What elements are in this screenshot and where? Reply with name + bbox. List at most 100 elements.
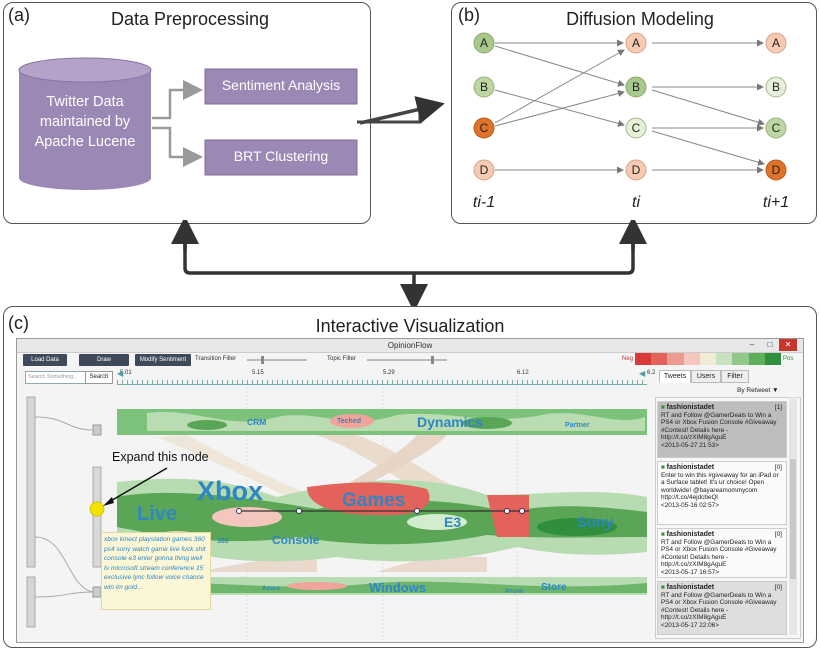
topic-windows: Windows	[369, 580, 426, 595]
node-label: B	[772, 80, 780, 94]
topic-node-bottom[interactable]	[92, 586, 102, 598]
tweet-item[interactable]: ■ fashionistadet [0] Enter to win this #…	[657, 461, 787, 525]
topic-azure: Azure	[262, 585, 280, 592]
tab-filter[interactable]: Filter	[721, 370, 749, 383]
node-a-t1	[625, 32, 647, 54]
retweet-count: [0]	[774, 531, 782, 538]
timeline-ruler[interactable]	[117, 372, 647, 385]
draw-button[interactable]: Draw	[79, 354, 129, 366]
brt-box	[204, 139, 358, 176]
tweet-text: RT and Follow @GamerDeals to Win a PS4 o…	[661, 538, 777, 569]
node-a-t0	[473, 32, 495, 54]
tweet-user: fashionistadet	[666, 404, 715, 411]
tweet-date: <2013-05-16 02:57>	[661, 501, 719, 509]
tweet-user: fashionistadet	[666, 464, 715, 471]
expand-annotation: Expand this node	[112, 450, 209, 464]
tweet-icon: ■	[661, 531, 665, 538]
diffusion-graph: A B C D A B C D A B C D ti-1 ti ti+1	[473, 32, 789, 211]
opinion-flow-canvas[interactable]: CRM Teched Dynamics Partner Xbox Live Ga…	[17, 387, 657, 639]
retweet-count: [0]	[774, 464, 782, 471]
hierarchy-bar[interactable]	[26, 576, 36, 628]
transition-filter-slider[interactable]	[247, 356, 307, 364]
node-a-t2	[765, 32, 787, 54]
retweet-count: [0]	[774, 584, 782, 591]
date-tick: 5.15	[252, 370, 264, 376]
tweet-date: <2013-05-17 22:06>	[661, 621, 719, 629]
node-c-t1	[625, 117, 647, 139]
database-cylinder	[18, 57, 152, 190]
node-label: A	[632, 36, 640, 50]
sentiment-color-legend	[635, 353, 781, 365]
tweet-user: fashionistadet	[666, 531, 715, 538]
panel-b-label: (b)	[458, 5, 480, 25]
node-c-t0	[473, 117, 495, 139]
node-d-t2	[765, 159, 787, 181]
tweet-icon: ■	[661, 404, 665, 411]
tweet-text: RT and Follow @GamerDeals to Win a PS4 o…	[661, 591, 777, 622]
arrow-to-sentiment	[152, 80, 203, 120]
node-label: A	[772, 36, 780, 50]
load-data-button[interactable]: Load Data	[23, 354, 67, 366]
node-b-t2	[765, 76, 787, 98]
cylinder-line-3: Apache Lucene	[34, 134, 136, 150]
topic-console: Console	[272, 533, 320, 547]
tweet-item[interactable]: ■ fashionistadet [0] RT and Follow @Game…	[657, 528, 787, 578]
node-label: C	[772, 121, 781, 135]
topic-phone: Phone	[505, 589, 524, 595]
minimize-icon[interactable]: –	[749, 340, 755, 349]
topic-node-column[interactable]	[92, 466, 102, 568]
modify-sentiment-button[interactable]: Modify Sentiment	[135, 354, 191, 366]
topic-dynamics: Dynamics	[417, 414, 483, 430]
search-button[interactable]: Search	[85, 371, 113, 384]
tab-users[interactable]: Users	[691, 370, 721, 383]
date-tick: 5.29	[383, 370, 395, 376]
tweet-item[interactable]: ■ fashionistadet [0] RT and Follow @Game…	[657, 581, 787, 635]
tweet-date: <2013-05-17 16:57>	[661, 568, 719, 576]
close-icon[interactable]: ✕	[779, 339, 797, 351]
topic-e3: E3	[444, 514, 461, 530]
node-label: D	[632, 163, 641, 177]
topic-crm: CRM	[247, 417, 266, 427]
topic-games: Games	[342, 490, 405, 511]
node-c-t2	[765, 117, 787, 139]
timeline-right-handle-icon[interactable]: ◀	[639, 369, 646, 378]
node-label: B	[480, 80, 488, 94]
cylinder-line-2: maintained by	[39, 114, 131, 130]
tweet-text: RT and Follow @GamerDeals to Win a PS4 o…	[661, 411, 777, 442]
date-tick: 6.12	[517, 370, 529, 376]
arrow-to-brt	[152, 126, 203, 167]
search-input[interactable]: Search Something...	[25, 371, 87, 384]
tweet-scrollbar[interactable]	[789, 397, 797, 635]
window-titlebar: OpinionFlow	[17, 339, 803, 353]
topic-node-top[interactable]	[92, 424, 102, 436]
diffusion-edges	[494, 39, 765, 174]
topic-xbox: Xbox	[197, 476, 263, 506]
node-label: D	[772, 163, 781, 177]
sort-dropdown[interactable]: By Retweet ▼	[737, 387, 779, 394]
tweet-text: Enter to win this #giveaway for an iPad …	[661, 471, 779, 502]
timeline-left-handle-icon[interactable]: ◀	[117, 369, 124, 378]
node-label: D	[480, 163, 489, 177]
tweet-date: <2013-05-27 21:53>	[661, 441, 719, 449]
hierarchy-bar[interactable]	[26, 396, 36, 568]
tab-tweets[interactable]: Tweets	[659, 370, 691, 383]
sentiment-box	[204, 68, 358, 105]
sort-label: By Retweet	[737, 387, 771, 394]
tweet-icon: ■	[661, 464, 665, 471]
topic-filter-slider[interactable]	[367, 356, 447, 364]
annotation-arrow	[108, 467, 168, 503]
time-label-prev: ti-1	[473, 194, 495, 211]
topic-sony: Sony	[577, 514, 614, 531]
panel-c-label: (c)	[8, 313, 29, 333]
panel-a-title: Data Preprocessing	[110, 9, 270, 29]
panel-a-label: (a)	[8, 5, 30, 25]
preprocessing-diagram	[18, 57, 445, 190]
maximize-icon[interactable]: □	[767, 340, 773, 349]
tweet-item[interactable]: ■ fashionistadet [1] RT and Follow @Game…	[657, 401, 787, 458]
node-b-t1	[625, 76, 647, 98]
time-label-next: ti+1	[763, 194, 789, 211]
expand-node[interactable]	[89, 501, 105, 517]
transition-filter-label: Transition Filter	[195, 356, 237, 362]
tweet-icon: ■	[661, 584, 665, 591]
node-label: C	[480, 121, 489, 135]
